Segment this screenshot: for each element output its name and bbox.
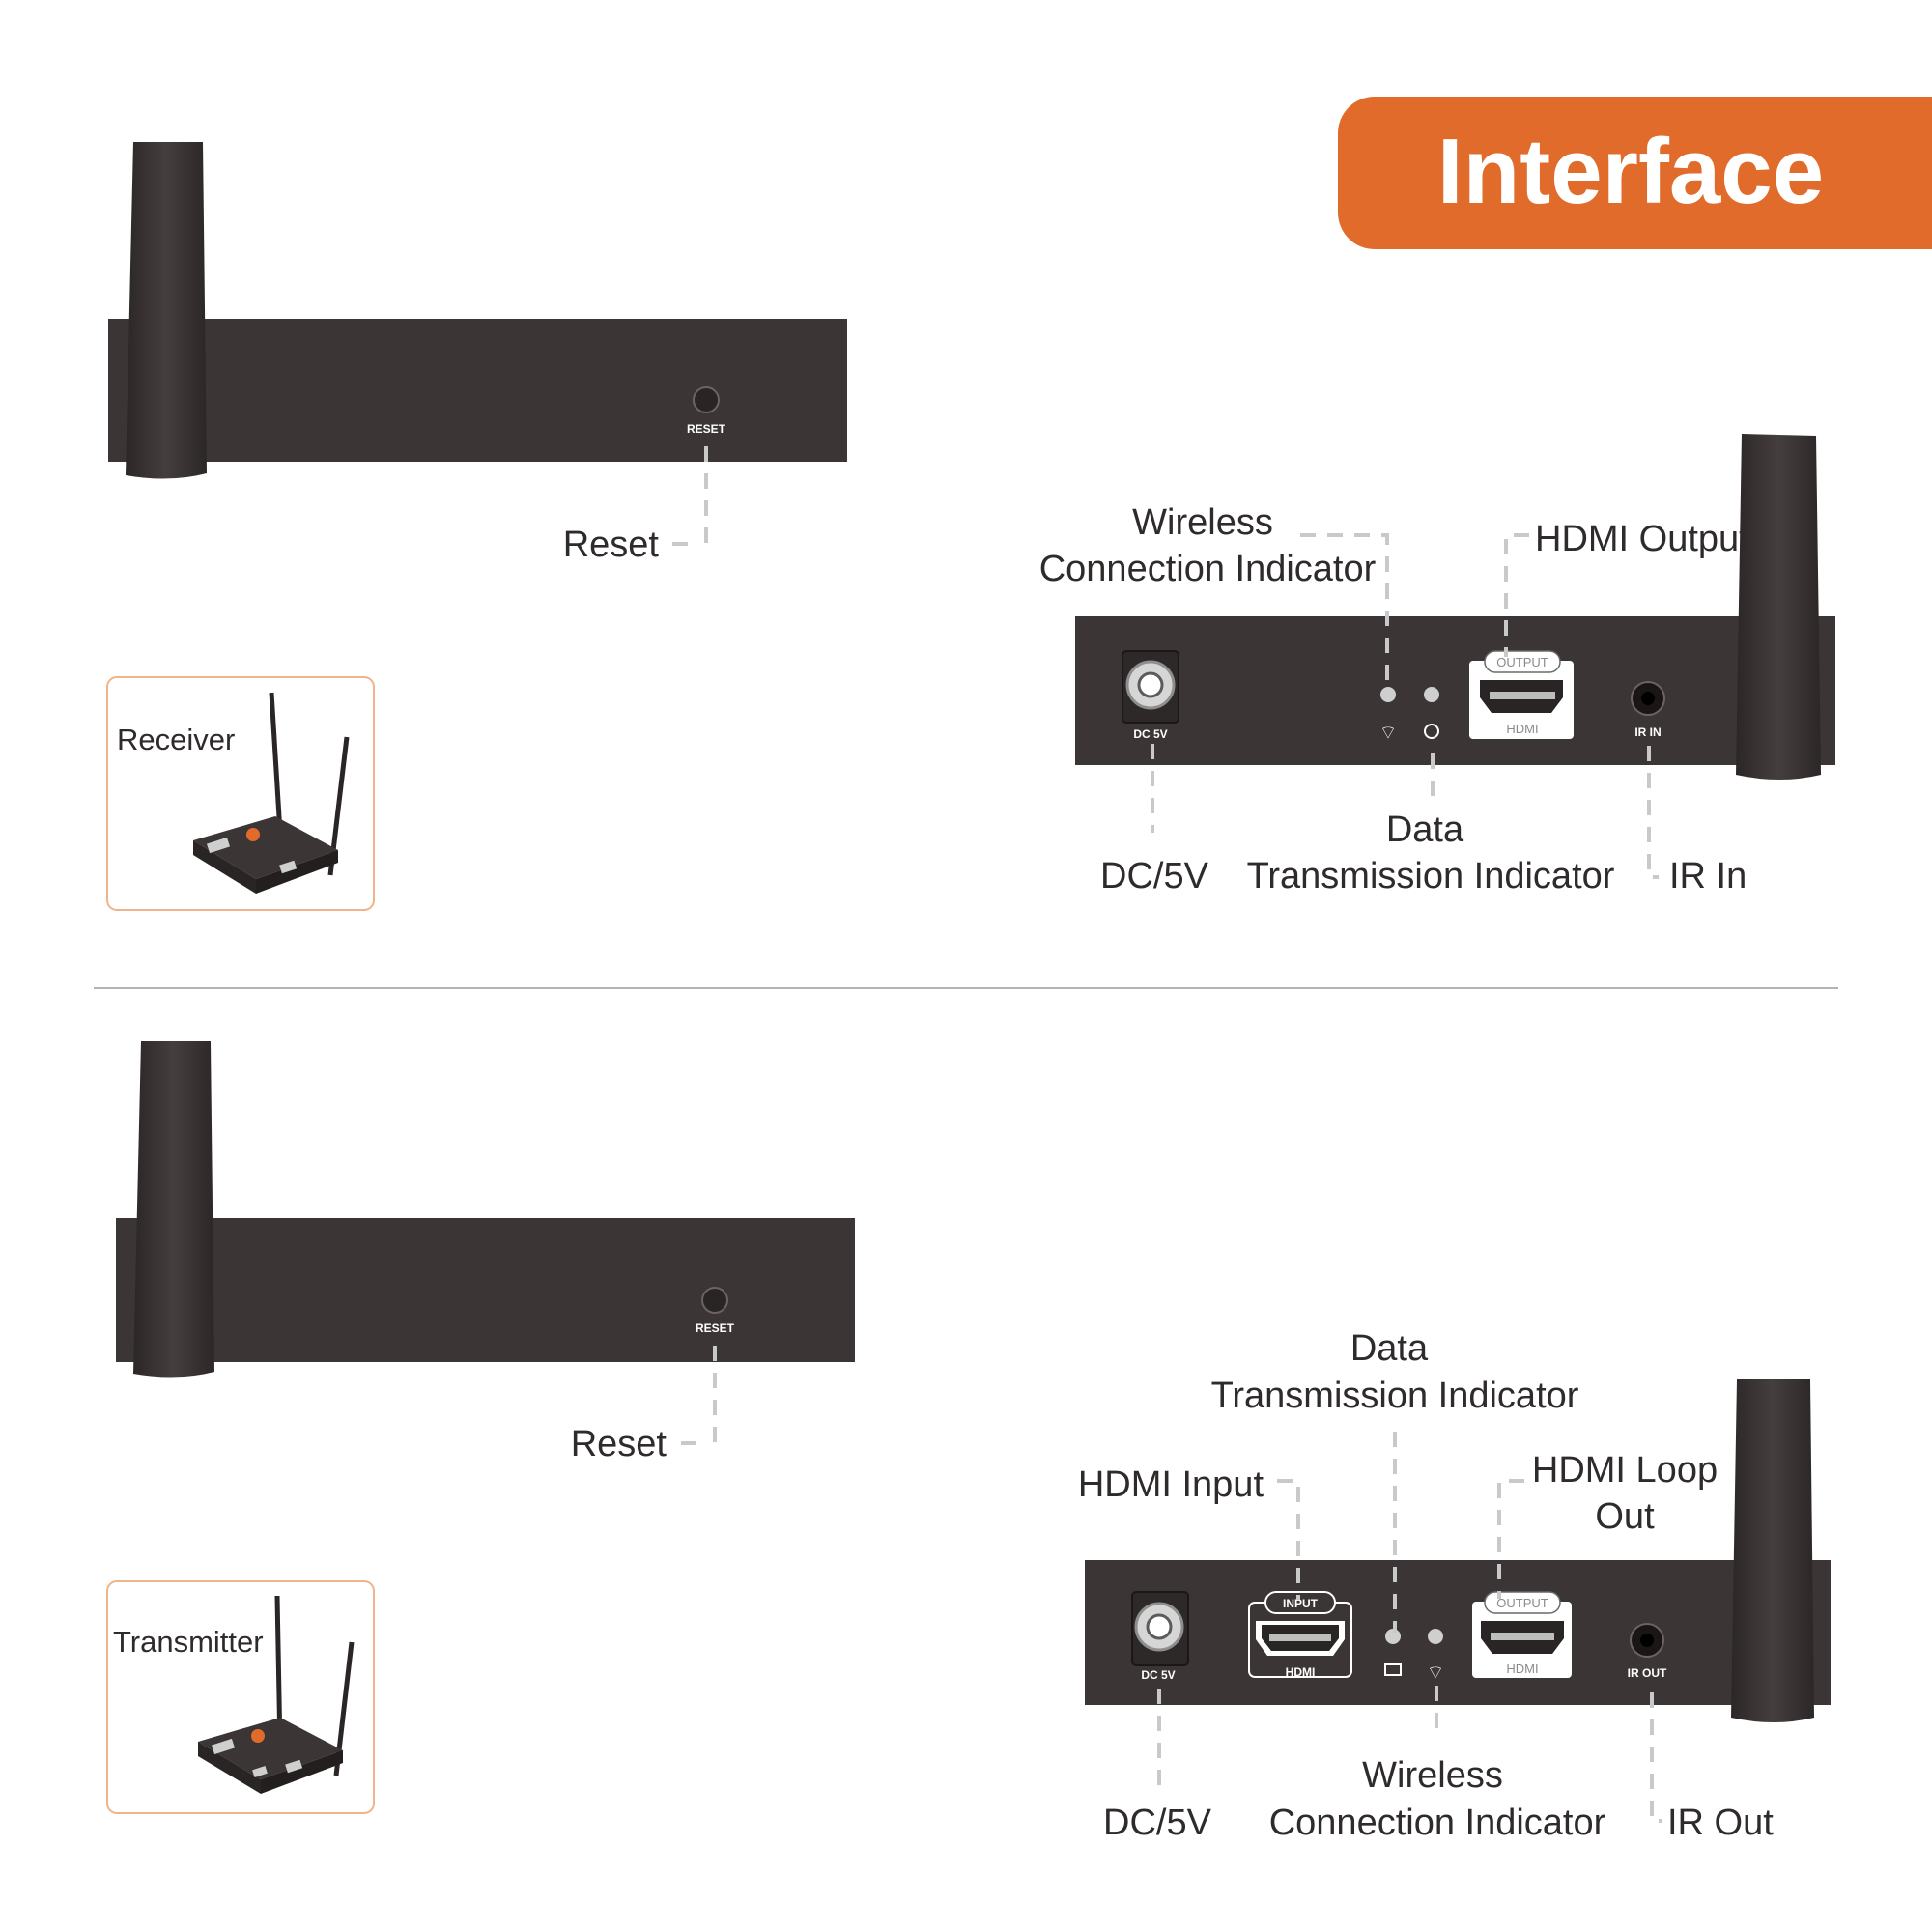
wireless-led [1428, 1629, 1443, 1644]
wireless-led [1380, 687, 1396, 702]
callout-ir-in: IR In [1669, 856, 1747, 896]
callout-data-line1: Data [1386, 810, 1464, 850]
hdmi-loop-out-sublabel: HDMI [1506, 1662, 1538, 1676]
callout-data-line1: Data [1350, 1328, 1429, 1369]
antenna [1731, 1379, 1814, 1722]
wifi-icon: ⌔ [1379, 723, 1398, 744]
callout-reset: Reset [563, 525, 660, 565]
header-badge: Interface [1338, 97, 1932, 249]
dc-port-label: DC 5V [1133, 727, 1167, 741]
callout-hdmi-input: HDMI Input [1078, 1464, 1264, 1505]
callout-data-line2: Transmission Indicator [1211, 1376, 1579, 1416]
device-image [193, 816, 338, 879]
callout-ir-out: IR Out [1667, 1803, 1774, 1843]
antenna [133, 1041, 214, 1378]
callout-reset: Reset [571, 1424, 668, 1464]
dc-port-label: DC 5V [1141, 1668, 1175, 1682]
callout-wireless-line1: Wireless [1132, 502, 1273, 543]
receiver-thumbnail-card: Receiver [106, 676, 375, 911]
transmitter-rear-panel: DC 5V INPUT HDMI ⌔ OUTPUT HDMI IR OUT [1085, 1379, 1831, 1722]
hdmi-input-sublabel: HDMI [1286, 1665, 1316, 1679]
transmitter-top-panel: RESET [116, 1041, 855, 1378]
callout-dc: DC/5V [1100, 856, 1209, 896]
device-image [198, 1718, 343, 1779]
hdmi-loop-out-badge: OUTPUT [1496, 1596, 1548, 1610]
ir-in-port-label: IR IN [1634, 725, 1661, 739]
callout-hdmi-output: HDMI Output [1535, 519, 1749, 559]
receiver-top-panel: RESET [108, 142, 847, 479]
callout-wireless-line2: Connection Indicator [1039, 549, 1377, 589]
callout-wireless-line1: Wireless [1362, 1755, 1503, 1796]
thumbnail-label: Transmitter [113, 1625, 264, 1659]
callout-dc: DC/5V [1103, 1803, 1212, 1843]
reset-button [701, 1287, 728, 1314]
page-title: Interface [1437, 120, 1824, 223]
receiver-rear-panel: DC 5V ⌔ OUTPUT HDMI IR IN [1075, 434, 1835, 780]
callout-data-line2: Transmission Indicator [1247, 856, 1615, 896]
monitor-icon [1384, 1663, 1402, 1676]
data-led [1424, 687, 1439, 702]
callout-wireless-line2: Connection Indicator [1269, 1803, 1606, 1843]
ir-out-port-label: IR OUT [1628, 1666, 1667, 1680]
hdmi-output-sublabel: HDMI [1506, 722, 1538, 736]
reset-button [693, 386, 720, 413]
reset-port-label: RESET [687, 422, 726, 436]
antenna [126, 142, 207, 479]
callout-hdmi-loop-line1: HDMI Loop [1532, 1450, 1718, 1491]
antenna [1736, 434, 1821, 780]
callout-hdmi-loop-line2: Out [1595, 1496, 1655, 1537]
reset-port-label: RESET [696, 1321, 735, 1335]
thumbnail-label: Receiver [117, 723, 235, 756]
data-icon [1424, 724, 1439, 739]
transmitter-thumbnail-card: Transmitter [106, 1580, 375, 1814]
hdmi-output-badge: OUTPUT [1496, 655, 1548, 669]
hdmi-input-badge: INPUT [1283, 1597, 1319, 1610]
wifi-icon: ⌔ [1427, 1662, 1445, 1684]
